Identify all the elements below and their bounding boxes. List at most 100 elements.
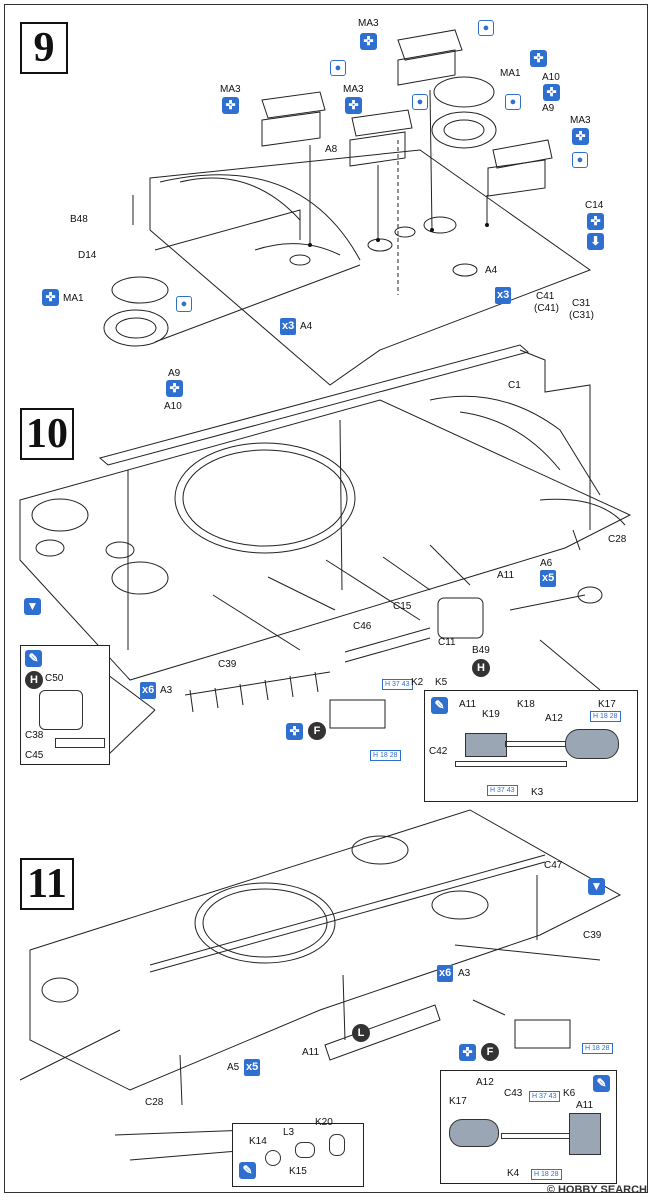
detail-inset-left: ✎ K14 L3 K20 K15 [232,1117,364,1187]
multiplier-badge: x5 [540,570,557,587]
part-label: K4 [507,1168,520,1179]
part-label: K15 [289,1166,307,1177]
part-label: D14 [78,250,97,261]
part-label: A9 [168,368,181,379]
detail-inset-right: ✎ A12 K17 C43 H 37 43 K6 A11 K4 H 18 28 [440,1070,617,1184]
sand-icon: ▼ [588,878,605,895]
drop-icon: ● [176,296,192,312]
glue-icon: ✜ [572,128,589,145]
part-label: A8 [325,144,338,155]
step-number-9: 9 [20,22,68,74]
part-label: A9 [542,103,555,114]
part-label: C38 [25,730,44,741]
part-label: C46 [353,621,372,632]
part-label: C1 [508,380,521,391]
part-label: C28 [145,1097,164,1108]
instruction-sheet [4,4,648,1193]
part-label: MA3 [570,115,591,126]
part-label: C14 [585,200,604,211]
part-label: K5 [435,677,448,688]
glue-icon: ✜ [459,1044,476,1061]
paint-icon: ✎ [239,1162,256,1179]
drop-icon: ● [572,152,588,168]
part-label: C42 [429,746,448,757]
part-label: A3 [458,968,471,979]
part-drawing [295,1142,315,1158]
part-label: C15 [393,601,412,612]
part-label: A6 [540,558,553,569]
part-label: MA1 [63,293,84,304]
parts-ref-badge: H 18 28 [531,1169,562,1180]
glue-icon: ✜ [530,50,547,67]
parts-tree-f-marker: F [481,1043,499,1061]
parts-ref-badge: H 18 28 [582,1043,613,1054]
part-label: K14 [249,1136,267,1147]
glue-icon: ✜ [543,84,560,101]
part-drawing [449,1119,499,1147]
watermark: © HOBBY SEARCH [546,1184,647,1196]
part-drawing [465,733,507,757]
paint-icon: ✎ [25,650,42,667]
part-label: C39 [583,930,602,941]
drop-icon: ● [505,94,521,110]
parts-tree-h-marker: H [472,659,490,677]
glue-icon: ✜ [345,97,362,114]
part-drawing [39,690,83,730]
drop-icon: ● [478,20,494,36]
part-label: K17 [598,699,616,710]
part-label: K2 [411,677,424,688]
paint-icon: ✎ [593,1075,610,1092]
parts-tree-l-marker: L [352,1024,370,1042]
part-drawing [505,741,567,747]
detail-inset-right: ✎ A11 K19 K18 A12 K17 H 18 28 C42 H 37 4… [424,690,638,802]
part-label: A11 [302,1047,320,1058]
part-label: A11 [497,570,515,581]
part-drawing [455,761,567,767]
parts-ref-badge: H 37 43 [487,785,518,796]
step-number-11: 11 [20,858,74,910]
parts-ref-badge: H 37 43 [529,1091,560,1102]
part-drawing [55,738,105,748]
part-label: (C41) [534,303,560,314]
part-label: K20 [315,1117,333,1128]
part-label: MA3 [220,84,241,95]
glue-icon: ✜ [587,213,604,230]
part-label: MA3 [358,18,379,29]
part-label: MA3 [343,84,364,95]
multiplier-badge: x6 [140,682,157,699]
part-label: A4 [485,265,498,276]
detail-inset-left: ✎ H C50 C38 C45 [20,645,110,765]
part-label: A10 [164,401,182,412]
glue-icon: ✜ [222,97,239,114]
glue-icon: ✜ [42,289,59,306]
part-label: (C31) [569,310,595,321]
part-label: K3 [531,787,544,798]
part-label: B48 [70,214,88,225]
glue-icon: ✜ [286,723,303,740]
part-label: C11 [438,637,456,648]
part-label: A10 [542,72,560,83]
part-label: C28 [608,534,627,545]
part-label: A12 [476,1077,494,1088]
part-drawing [329,1134,345,1156]
glue-icon: ✜ [360,33,377,50]
sand-icon: ▼ [24,598,41,615]
parts-tree-h-marker: H [25,671,43,689]
part-label: C43 [504,1088,523,1099]
part-label: C47 [544,860,563,871]
multiplier-badge: x3 [495,287,512,304]
part-label: K6 [563,1088,576,1099]
part-label: A3 [160,685,173,696]
parts-ref-badge: H 37 43 [382,679,413,690]
part-label: A4 [300,321,313,332]
part-label: C41 [536,291,555,302]
part-drawing [265,1150,281,1166]
part-label: C31 [572,298,591,309]
parts-tree-f-marker: F [308,722,326,740]
part-drawing [565,729,619,759]
part-label: B49 [472,645,490,656]
part-label: C39 [218,659,237,670]
part-label: L3 [283,1127,295,1138]
part-label: A12 [545,713,563,724]
part-label: C45 [25,750,44,761]
